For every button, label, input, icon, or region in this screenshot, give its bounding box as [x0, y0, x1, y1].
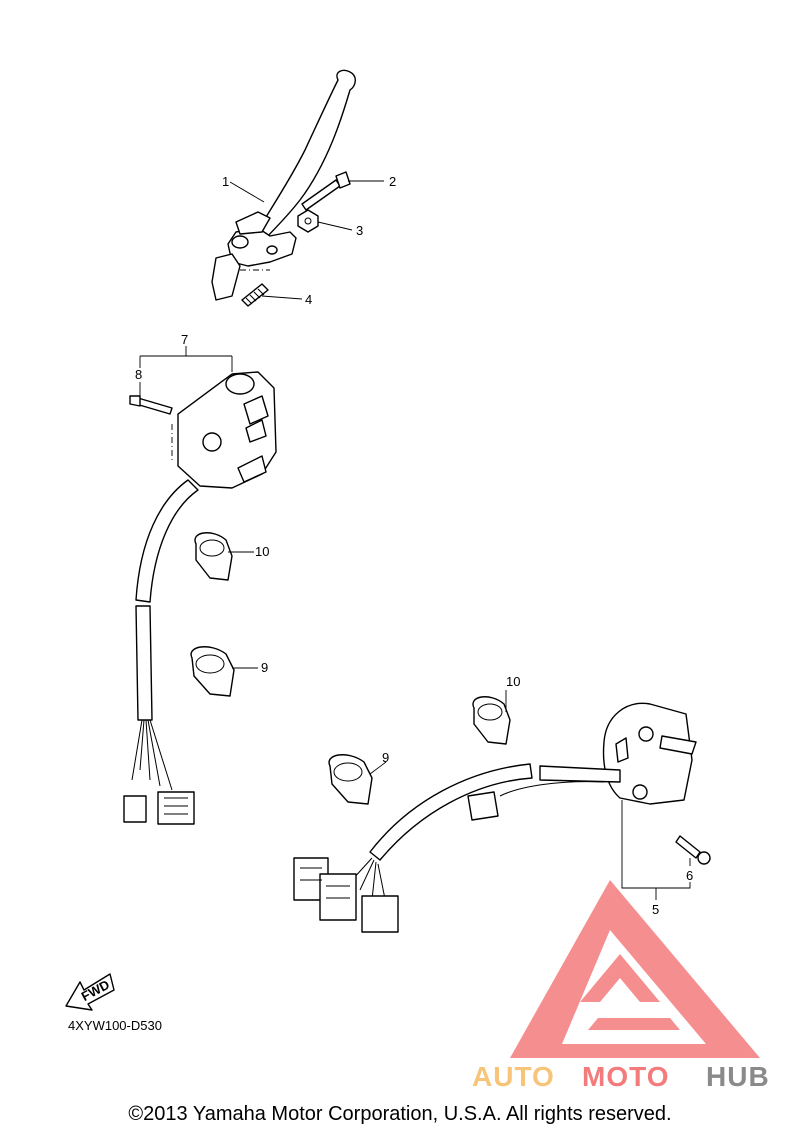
leader-lines: [139, 180, 691, 900]
callout-1: 1: [222, 174, 229, 189]
switch-screw: [129, 395, 173, 415]
right-switch-screw: [675, 835, 711, 865]
callout-3: 3: [356, 223, 363, 238]
callout-2: 2: [389, 174, 396, 189]
callout-6: 6: [686, 868, 693, 883]
clamp-9-right: [328, 754, 373, 805]
fwd-arrow-icon: FWD: [65, 973, 115, 1011]
callout-8: 8: [135, 367, 142, 382]
right-switch-harness: [293, 763, 621, 933]
logo-text-moto: MOTO: [582, 1061, 669, 1092]
callout-5: 5: [652, 902, 659, 917]
callout-9-left: 9: [261, 660, 268, 675]
logo-triangle-icon: [510, 880, 760, 1058]
logo-text-auto: AUTO: [472, 1061, 555, 1092]
right-handlebar-switch: [602, 702, 697, 805]
left-handlebar-switch: [171, 371, 277, 489]
lever-nut: [297, 209, 319, 233]
left-switch-harness: [123, 479, 199, 825]
clamp-10-right: [472, 696, 511, 745]
copyright-notice: ©2013 Yamaha Motor Corporation, U.S.A. A…: [128, 1103, 672, 1125]
clamp-9-left: [190, 646, 235, 697]
diagram-code: 4XYW100-D530: [68, 1018, 162, 1033]
adjuster-screw: [241, 283, 269, 307]
callout-10-right: 10: [506, 674, 520, 689]
callout-10-left: 10: [255, 544, 269, 559]
clutch-lever: [211, 69, 356, 301]
callout-4: 4: [305, 292, 312, 307]
clamp-10-left: [194, 532, 233, 581]
logo-text-hub: HUB: [706, 1061, 770, 1092]
callout-7: 7: [181, 332, 188, 347]
pivot-bolt: [301, 171, 351, 211]
automotohub-logo: AUTO MOTO HUB: [472, 880, 770, 1092]
callout-9-right: 9: [382, 750, 389, 765]
